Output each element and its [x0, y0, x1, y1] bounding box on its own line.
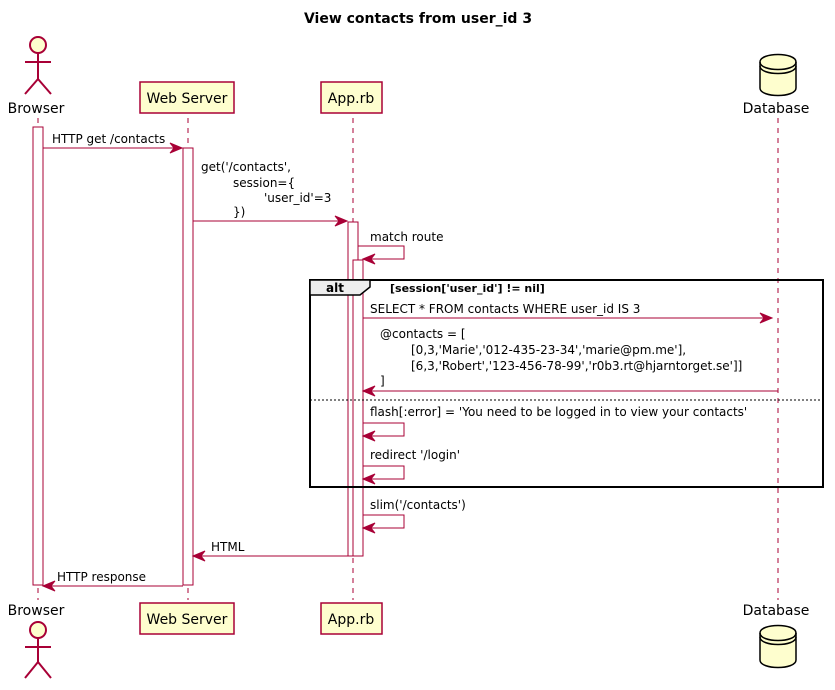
svg-text:}): }) [233, 205, 245, 219]
web-server-label-bottom: Web Server [147, 612, 228, 628]
redirect-arrow [363, 465, 405, 480]
http-get-arrowhead [169, 142, 184, 154]
svg-text:]: ] [380, 374, 385, 388]
alt-fragment-condition: [session['user_id'] != nil] [390, 282, 545, 295]
app-box-top [320, 81, 383, 114]
slim-arrow [363, 514, 405, 529]
database-icon-top [759, 53, 797, 97]
svg-text:[0,3,'Marie','012-435-23-34',': [0,3,'Marie','012-435-23-34','marie@pm.m… [411, 343, 686, 357]
app-box-bottom [320, 602, 383, 635]
alt-fragment-tab [309, 279, 371, 296]
http-response-message-label: HTTP response [57, 570, 146, 584]
browser-label-bottom: Browser [8, 603, 65, 619]
web-server-box-top [139, 81, 235, 114]
database-icon-bottom [759, 624, 797, 669]
flash-error-arrow [363, 422, 405, 437]
browser-actor-bottom [24, 621, 52, 679]
browser-actor-top [24, 36, 52, 95]
app-nested-activation-bar [352, 259, 364, 557]
browser-label-top: Browser [8, 101, 65, 117]
redirect-message-label: redirect '/login' [370, 448, 460, 462]
svg-text:get('/contacts',: get('/contacts', [201, 160, 291, 174]
svg-text:[6,3,'Robert','123-456-78-99',: [6,3,'Robert','123-456-78-99','r0b3.rt@h… [411, 359, 742, 373]
web-server-box-bottom [139, 602, 235, 635]
database-label-top: Database [743, 101, 810, 117]
http-get-message-label: HTTP get /contacts [52, 132, 165, 146]
web-server-label-top: Web Server [147, 91, 228, 107]
redirect-arrowhead [361, 473, 376, 485]
alt-fragment-frame [309, 279, 824, 488]
get-call-message-label: get('/contacts', session={ 'user_id'=3 }… [201, 160, 331, 219]
flash-error-arrowhead [361, 430, 376, 442]
svg-text:'user_id'=3: 'user_id'=3 [264, 191, 331, 205]
flash-error-message-label: flash[:error] = 'You need to be logged i… [370, 405, 747, 419]
slim-arrowhead [361, 522, 376, 534]
slim-message-label: slim('/contacts') [370, 498, 466, 512]
html-message-label: HTML [211, 540, 245, 554]
match-route-arrow [358, 245, 405, 260]
contacts-result-message-label: @contacts = [ [0,3,'Marie','012-435-23-3… [380, 327, 742, 388]
match-route-arrowhead [361, 253, 376, 265]
select-query-message-label: SELECT * FROM contacts WHERE user_id IS … [370, 302, 640, 316]
svg-text:@contacts = [: @contacts = [ [380, 327, 466, 341]
browser-activation-bar [32, 126, 44, 586]
database-label-bottom: Database [743, 603, 810, 619]
contacts-result-arrowhead [361, 385, 376, 397]
diagram-title: View contacts from user_id 3 [304, 11, 532, 27]
http-response-arrowhead [41, 580, 56, 592]
html-arrowhead [191, 550, 206, 562]
match-route-message-label: match route [370, 230, 443, 244]
svg-text:session={: session={ [233, 176, 295, 190]
app-label-top: App.rb [328, 91, 375, 107]
select-query-arrowhead [759, 312, 774, 324]
web-server-activation-bar [182, 147, 194, 586]
app-label-bottom: App.rb [328, 612, 375, 628]
get-call-arrowhead [334, 215, 349, 227]
alt-fragment-keyword: alt [326, 281, 344, 295]
